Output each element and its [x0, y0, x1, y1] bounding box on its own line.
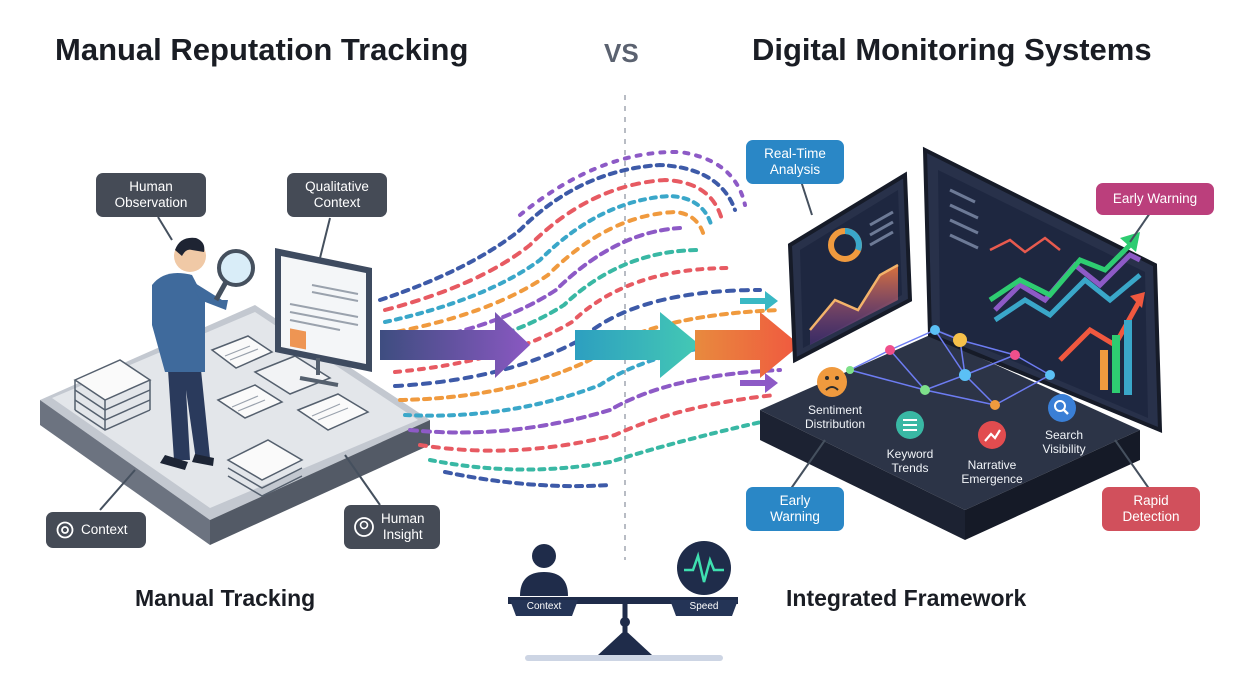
keyboard-icon [253, 355, 332, 395]
left-title: Manual Reputation Tracking [55, 32, 469, 67]
magnifier-icon [217, 249, 255, 287]
arrow-teal [575, 312, 700, 378]
tag-human-observation: Human Observation [96, 173, 206, 217]
target-icon [56, 521, 74, 539]
paper-stack-front [226, 439, 304, 497]
label-search-visibility: Search Visibility [1042, 428, 1086, 456]
arrow-orange [695, 312, 800, 378]
manual-desk-scene [40, 237, 430, 545]
tag-rapid-detection: Rapid Detection [1102, 487, 1200, 531]
right-subtitle: Integrated Framework [786, 585, 1027, 611]
right-title: Digital Monitoring Systems [752, 32, 1152, 67]
balance-scale-icon [508, 541, 738, 661]
label-sentiment-distribution: Sentiment Distribution [804, 403, 866, 431]
label-narrative-emergence: Narrative Emergence [961, 458, 1023, 486]
label-keyword-trends: Keyword Trends [886, 447, 934, 475]
network-nodes [846, 325, 1055, 410]
paper-stack-left [73, 359, 152, 431]
tag-qualitative-context: Qualitative Context [287, 173, 387, 217]
left-subtitle: Manual Tracking [135, 585, 316, 611]
data-wave [378, 149, 782, 489]
list-icon [896, 411, 924, 439]
flow-arrows [380, 291, 800, 393]
person-icon [152, 237, 255, 470]
digital-dashboard-scene [760, 146, 1163, 540]
trend-icon [978, 421, 1006, 449]
tag-human-insight: Human Insight [344, 505, 440, 549]
balance-context-label: Context [526, 601, 562, 612]
tag-human-insight-label: Human Insight [381, 511, 425, 542]
arrow-purple [380, 312, 530, 378]
tag-early-warning-bottom: Early Warning [746, 487, 844, 531]
tag-context-label: Context [81, 522, 128, 537]
search-icon [1048, 394, 1076, 422]
sad-face-icon [817, 367, 847, 397]
network-graph [849, 329, 1051, 406]
balance-speed-label: Speed [689, 601, 719, 612]
tag-context: Context [46, 512, 146, 548]
tag-early-warning-top: Early Warning [1096, 183, 1214, 215]
vs-label: VS [604, 38, 639, 68]
papers-scattered [210, 335, 370, 431]
tag-real-time-analysis: Real-Time Analysis [746, 140, 844, 184]
monitor-icon [275, 248, 372, 387]
head-icon [354, 517, 374, 537]
